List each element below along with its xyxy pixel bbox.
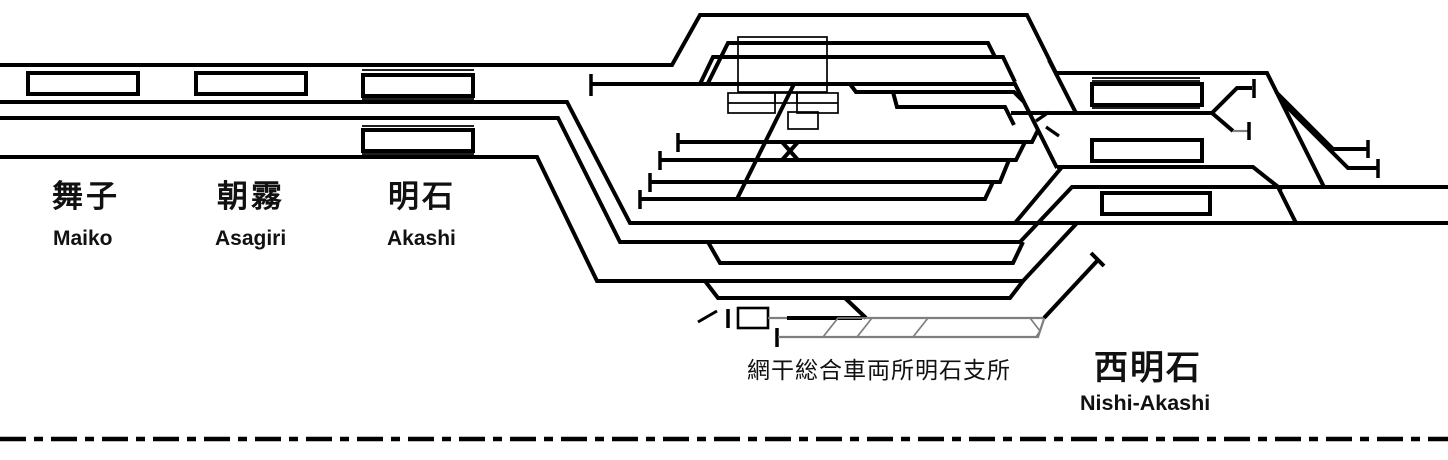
platform-asagiri xyxy=(194,71,308,96)
east-siding-b xyxy=(1279,99,1378,170)
main-line-4-south-loop xyxy=(0,155,1079,283)
station-label-asagiri-en: Asagiri xyxy=(215,227,287,250)
throat-spine-2 xyxy=(1047,59,1078,114)
yard-track-2-gray xyxy=(778,318,1046,339)
main-lines xyxy=(0,13,1448,300)
platform-akashi-1 xyxy=(361,73,475,98)
inner-loop-a xyxy=(706,241,1025,265)
platform-nishi-akashi-3 xyxy=(1100,191,1212,216)
platforms xyxy=(26,71,1212,216)
yard-box xyxy=(736,306,770,330)
depot-building-bridge xyxy=(774,92,798,104)
south-stub-1 xyxy=(679,129,1040,144)
inner-loop-b xyxy=(703,279,1025,300)
depot-buildings xyxy=(727,36,839,130)
north-siding-4 xyxy=(891,91,1016,126)
main-line-1-north-loop xyxy=(0,13,1448,189)
station-label-nishi-akashi-en: Nishi-Akashi xyxy=(1080,391,1211,415)
branch-223-to-n4 xyxy=(1013,165,1064,225)
main-line-3-south-loop xyxy=(0,116,1448,244)
yard-shed-1 xyxy=(821,317,874,338)
station-label-maiko-ja: 舞子 xyxy=(52,179,120,214)
platform-akashi-2 xyxy=(361,128,475,153)
scissors-crossing-west-b xyxy=(780,140,800,162)
east-siding-a xyxy=(1274,90,1368,151)
station-label-maiko-en: Maiko xyxy=(53,227,113,250)
north-siding-2 xyxy=(698,55,1017,85)
yard-shed-2 xyxy=(911,317,1042,338)
station-label-akashi-ja: 明石 xyxy=(388,179,456,214)
switch-tick-2 xyxy=(1045,125,1060,138)
north-stub-line xyxy=(592,82,1059,169)
facility-label-depot: 網干総合車両所明石支所 xyxy=(747,357,1011,383)
switch-tick-1 xyxy=(1035,110,1050,123)
station-label-asagiri-ja: 朝霧 xyxy=(217,179,285,214)
headshunt-endbar xyxy=(1089,251,1106,268)
platform-nishi-akashi-2 xyxy=(1090,138,1204,163)
station-label-akashi-en: Akashi xyxy=(387,227,456,250)
depot-yard-south xyxy=(697,251,1106,347)
nishi-akashi-throat xyxy=(1011,79,1380,225)
n2-down-stub-diag xyxy=(1210,111,1235,133)
depot-south-sidings xyxy=(638,129,1040,209)
track-n4 xyxy=(1057,165,1284,192)
platform-maiko xyxy=(26,71,140,96)
south-stub-3 xyxy=(651,159,1011,184)
platform-edges xyxy=(362,69,1200,155)
yard-switch-tick xyxy=(697,309,718,324)
station-label-nishi-akashi-ja: 西明石 xyxy=(1094,349,1202,387)
north-siding-3 xyxy=(848,82,1026,104)
north-siding-1 xyxy=(706,41,997,84)
south-stub-2 xyxy=(661,141,1027,162)
crossover-east xyxy=(1276,186,1298,224)
yard-branch-from-loop xyxy=(843,296,868,320)
depot-shed-large xyxy=(737,36,828,93)
depot-headshunt xyxy=(1042,258,1100,320)
depot-building-c xyxy=(787,111,819,130)
platform-nishi-akashi-1 xyxy=(1090,82,1204,107)
south-stub-4 xyxy=(641,181,995,201)
n2-up-stub xyxy=(1210,86,1252,115)
